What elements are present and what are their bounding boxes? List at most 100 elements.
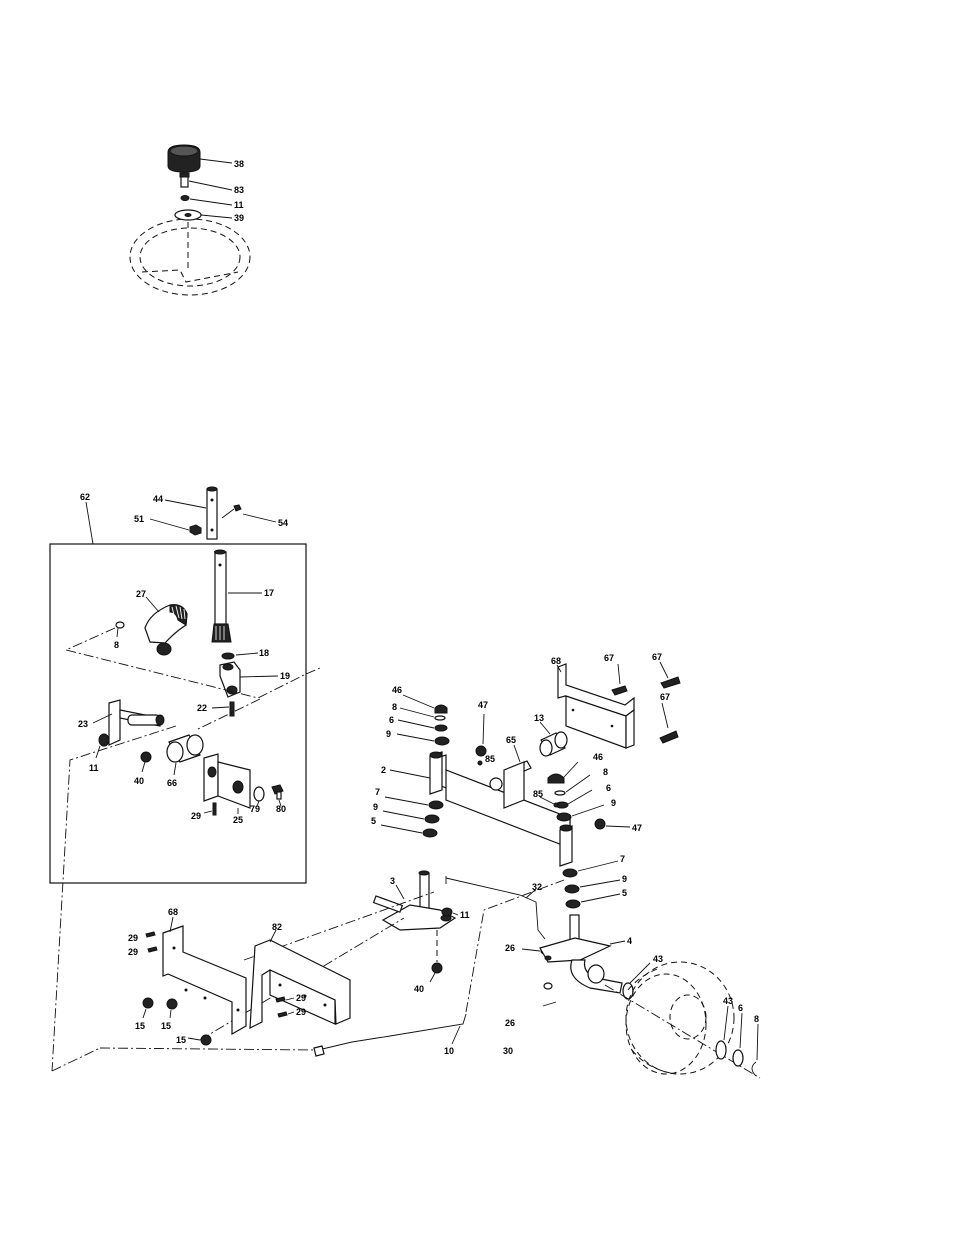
label-9c: 9	[611, 798, 616, 808]
tie-rod-32	[446, 876, 545, 939]
wheel-bolt	[180, 173, 189, 187]
label-54: 54	[278, 518, 288, 528]
fitting-85b	[554, 803, 558, 807]
label-43a: 43	[653, 954, 663, 964]
screw-29-column	[213, 803, 216, 815]
spacer-5a	[423, 829, 437, 837]
steering-shaft	[212, 550, 231, 642]
bushing-66	[167, 735, 203, 762]
screw-29d	[278, 1012, 287, 1017]
label-10: 10	[444, 1046, 454, 1056]
label-29a: 29	[128, 933, 138, 943]
label-2: 2	[381, 765, 386, 775]
washer-79	[254, 787, 264, 801]
nut-47b	[595, 819, 605, 829]
label-67a: 67	[604, 653, 614, 663]
label-85a: 85	[485, 754, 495, 764]
wheel-washer	[175, 210, 201, 220]
pinion-bracket	[220, 662, 240, 697]
screw-29a	[146, 932, 155, 937]
cap-46a	[435, 705, 447, 713]
label-79: 79	[250, 804, 260, 814]
label-46a: 46	[392, 685, 402, 695]
label-38: 38	[234, 159, 244, 169]
washer-6c	[733, 1050, 743, 1066]
wheel-lockwasher	[181, 196, 189, 201]
label-30: 30	[503, 1046, 513, 1056]
bracket-25	[204, 754, 250, 808]
bearing-9a	[435, 737, 449, 745]
ring-8c	[752, 1062, 756, 1076]
label-43b: 43	[723, 996, 733, 1006]
label-27: 27	[136, 589, 146, 599]
label-39: 39	[234, 213, 244, 223]
label-68-axle: 68	[551, 656, 561, 666]
nut-11b	[442, 908, 452, 916]
label-26b: 26	[505, 1018, 515, 1028]
label-68-frame: 68	[168, 907, 178, 917]
washer-26b	[544, 983, 552, 989]
screw-29b	[148, 947, 157, 952]
label-67b: 67	[652, 652, 662, 662]
bolt-22	[230, 702, 234, 716]
label-9a: 9	[386, 729, 391, 739]
label-4: 4	[627, 936, 632, 946]
bearing-9d	[565, 885, 579, 893]
label-8a: 8	[392, 702, 397, 712]
washer-7a	[429, 801, 443, 809]
spindle-4	[540, 915, 622, 993]
label-44: 44	[153, 494, 163, 504]
label-15b: 15	[161, 1021, 171, 1031]
label-6c: 6	[738, 1003, 743, 1013]
label-3: 3	[390, 876, 395, 886]
nut-15b	[167, 999, 177, 1009]
nut-15c	[201, 1035, 211, 1045]
label-15a: 15	[135, 1021, 145, 1031]
wheel-cap	[168, 145, 200, 172]
cap-46b	[548, 774, 564, 783]
label-7b: 7	[620, 854, 625, 864]
nut-40-column	[141, 752, 151, 762]
ring-8a	[435, 716, 445, 720]
label-19: 19	[280, 671, 290, 681]
spacer-5b	[566, 900, 580, 908]
bolt-67a	[612, 686, 627, 695]
label-8-column: 8	[114, 640, 119, 650]
label-6b: 6	[606, 783, 611, 793]
label-22: 22	[197, 703, 207, 713]
bearing-9b	[425, 815, 439, 823]
upper-bolt	[222, 505, 241, 518]
label-23: 23	[78, 719, 88, 729]
label-65: 65	[506, 735, 516, 745]
pin-30-cotter	[543, 1002, 556, 1006]
label-8b: 8	[603, 767, 608, 777]
upper-shaft	[207, 487, 217, 539]
nut-15a	[143, 998, 153, 1008]
sector-gear	[145, 605, 187, 655]
front-axle-beam	[430, 752, 572, 866]
bolt-67b	[661, 677, 680, 688]
nut-11-column	[99, 734, 109, 746]
spacer-13	[540, 732, 567, 756]
label-67c: 67	[660, 692, 670, 702]
label-80: 80	[276, 804, 286, 814]
label-11-column: 11	[89, 763, 99, 773]
washer-18	[222, 653, 234, 659]
label-62: 62	[80, 492, 90, 502]
label-29d: 29	[296, 1007, 306, 1017]
label-15c: 15	[176, 1035, 186, 1045]
ring-8b	[555, 791, 565, 795]
label-5b: 5	[622, 888, 627, 898]
label-13: 13	[534, 713, 544, 723]
washer-6a	[435, 725, 447, 731]
nut-40b	[432, 963, 442, 973]
label-5a: 5	[371, 816, 376, 826]
label-29c: 29	[296, 993, 306, 1003]
washer-43b	[716, 1041, 726, 1059]
upper-nut	[190, 525, 201, 535]
label-47b: 47	[632, 823, 642, 833]
label-40-column: 40	[134, 776, 144, 786]
label-32: 32	[532, 882, 542, 892]
label-18: 18	[259, 648, 269, 658]
spindle-3	[374, 871, 455, 930]
